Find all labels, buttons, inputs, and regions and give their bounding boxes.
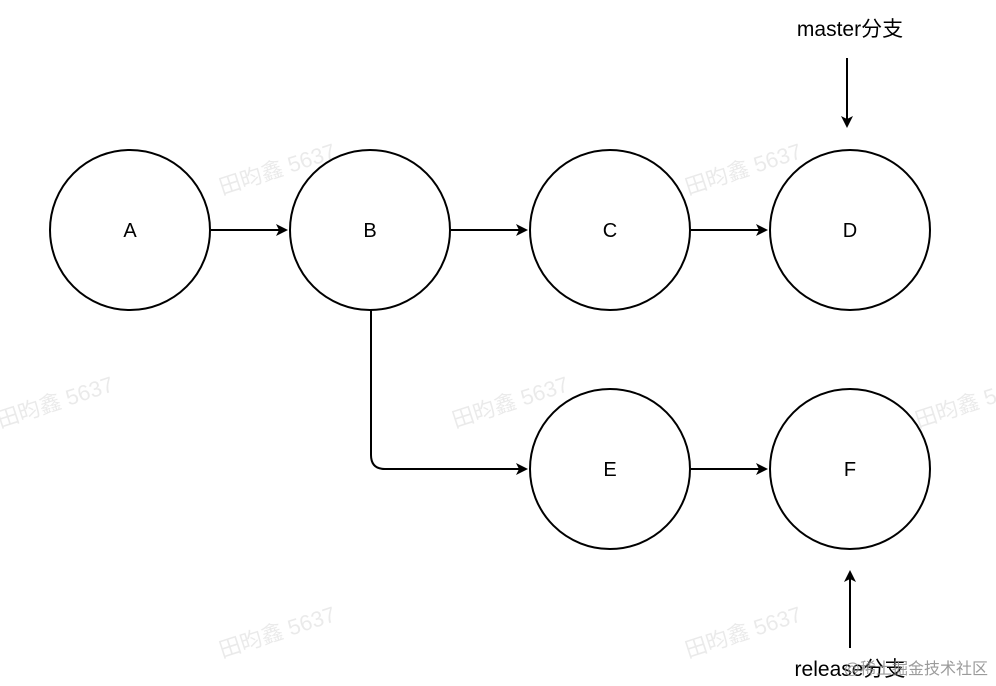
node-c-label: C <box>603 220 617 242</box>
footer-credit: @稀土掘金技术社区 <box>844 660 988 678</box>
node-e-circle <box>529 388 691 550</box>
release-branch-label: release分支 <box>795 658 906 681</box>
node-d-circle <box>769 149 931 311</box>
node-e-label: E <box>603 459 616 481</box>
node-f-label: F <box>844 459 856 481</box>
node-c: C <box>529 149 691 311</box>
master-branch-label: master分支 <box>797 18 903 41</box>
node-a-label: A <box>123 220 137 242</box>
node-a-circle <box>49 149 211 311</box>
node-d: D <box>769 149 931 311</box>
node-b: B <box>289 149 451 311</box>
node-f: F <box>769 388 931 550</box>
branch-pointers <box>841 58 856 648</box>
node-c-circle <box>529 149 691 311</box>
node-f-circle <box>769 388 931 550</box>
node-b-circle <box>289 149 451 311</box>
watermark-text: 田昀鑫 5637 <box>912 372 996 433</box>
watermark-text: 田昀鑫 5637 <box>216 602 339 663</box>
edges <box>211 224 768 475</box>
watermark-text: 田昀鑫 5637 <box>682 602 805 663</box>
node-b-label: B <box>363 220 376 242</box>
node-d-label: D <box>843 220 857 242</box>
edge-b-to-e <box>370 310 528 475</box>
node-e: E <box>529 388 691 550</box>
watermark-text: 田昀鑫 5637 <box>0 372 117 433</box>
node-a: A <box>49 149 211 311</box>
